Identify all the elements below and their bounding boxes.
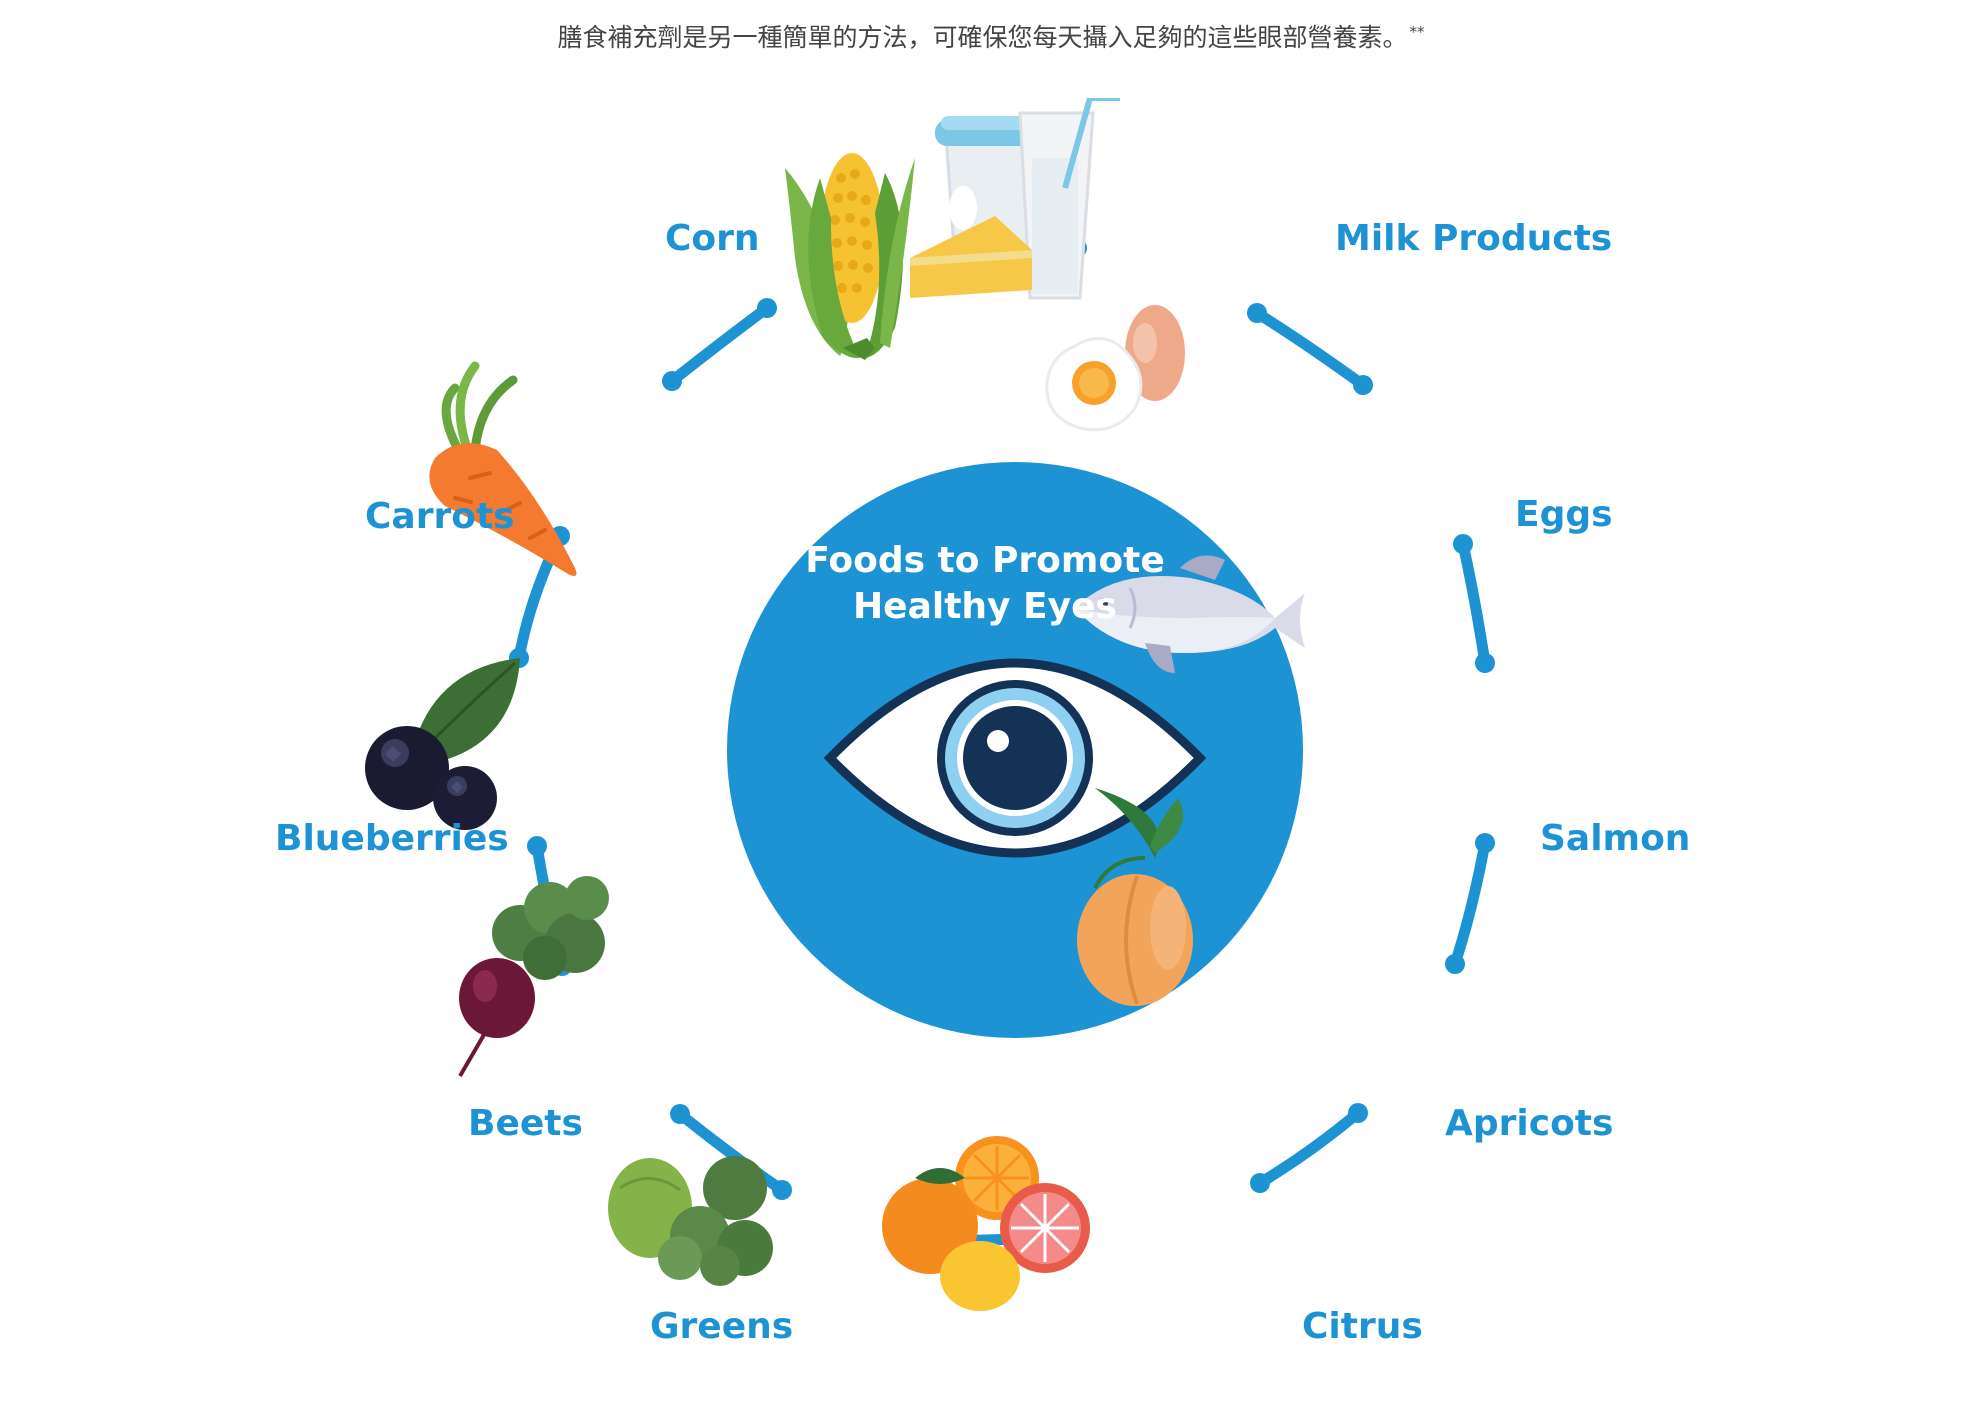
- label-salmon: Salmon: [1540, 818, 1691, 859]
- eye-icon: [823, 658, 1207, 858]
- connector-greens-beets: [670, 1104, 792, 1200]
- diagram-graphics: [365, 98, 1495, 1311]
- label-blueberries: Blueberries: [275, 818, 509, 859]
- apricot-icon: [1077, 788, 1193, 1006]
- label-greens: Greens: [650, 1306, 794, 1347]
- label-carrots: Carrots: [365, 496, 515, 537]
- connector-apricots-citrus: [1250, 1103, 1368, 1193]
- corn-icon: [785, 153, 915, 360]
- greens-icon: [608, 1156, 773, 1286]
- beet-icon: [458, 876, 609, 1078]
- label-citrus: Citrus: [1302, 1306, 1423, 1347]
- milk-products-icon: [910, 98, 1120, 300]
- caption-text: 膳食補充劑是另一種簡單的方法，可確保您每天攝入足夠的這些眼部營養素。: [557, 23, 1408, 52]
- citrus-icon: [882, 1136, 1090, 1311]
- connector-milk-eggs: [1247, 303, 1373, 395]
- caption: 膳食補充劑是另一種簡單的方法，可確保您每天攝入足夠的這些眼部營養素。**: [0, 18, 1982, 54]
- center-title-line1: Foods to Promote: [805, 540, 1165, 581]
- eggs-icon: [1045, 305, 1185, 432]
- label-apricots: Apricots: [1445, 1103, 1614, 1144]
- connector-salmon-apricots: [1445, 833, 1495, 974]
- label-corn: Corn: [665, 218, 760, 259]
- label-eggs: Eggs: [1515, 494, 1613, 535]
- label-beets: Beets: [468, 1103, 583, 1144]
- caption-footnote: **: [1409, 22, 1425, 41]
- center-title-line2: Healthy Eyes: [853, 586, 1117, 627]
- blueberries-icon: [365, 658, 520, 830]
- center-title: Foods to Promote Healthy Eyes: [725, 538, 1245, 630]
- connector-eggs-salmon: [1453, 534, 1495, 673]
- carrot-icon: [429, 361, 577, 576]
- label-milk-products: Milk Products: [1335, 218, 1613, 259]
- salmon-icon: [1075, 555, 1305, 673]
- connector-carrots-corn: [662, 298, 777, 391]
- eye-foods-diagram: Foods to Promote Healthy Eyes Corn Milk …: [275, 98, 1695, 1360]
